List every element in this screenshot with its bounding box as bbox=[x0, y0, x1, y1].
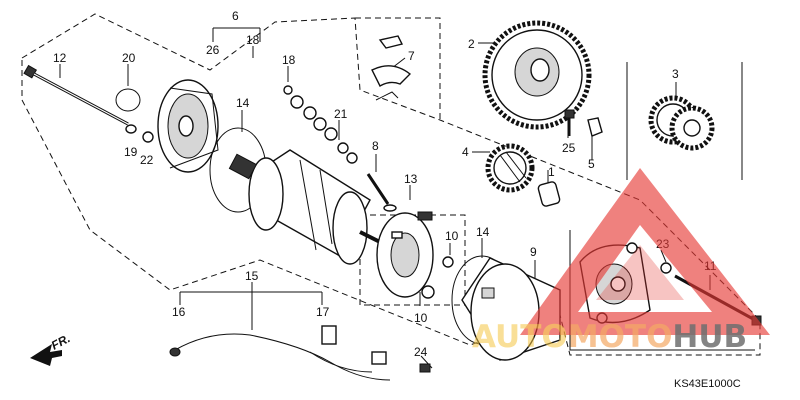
washer-22 bbox=[142, 131, 154, 143]
callout-label: 15 bbox=[245, 269, 259, 283]
callout-label: 14 bbox=[476, 225, 490, 239]
front-indicator-label: FR. bbox=[49, 331, 73, 352]
watermark-triangle bbox=[520, 168, 770, 335]
gear-set-3 bbox=[648, 95, 715, 151]
callout-label: 22 bbox=[140, 153, 154, 167]
bolt-10-lower bbox=[421, 285, 435, 299]
bolt-25 bbox=[564, 109, 575, 136]
armature bbox=[228, 149, 381, 265]
callout-label: 10 bbox=[445, 229, 459, 243]
bolt-12 bbox=[23, 64, 129, 126]
callout-label: 10 bbox=[414, 311, 428, 325]
part-code: KS43E1000C bbox=[674, 378, 741, 390]
callout-label: 14 bbox=[236, 96, 250, 110]
o-ring-20 bbox=[115, 88, 141, 112]
pinion-gear-4 bbox=[485, 143, 535, 193]
callout-label: 26 bbox=[206, 43, 220, 57]
washer-19 bbox=[125, 124, 137, 134]
callout-label: 2 bbox=[468, 37, 475, 51]
callout-label: 3 bbox=[672, 67, 679, 81]
callout-label: 21 bbox=[334, 107, 348, 121]
callout-label: 18 bbox=[282, 53, 296, 67]
callout-label: 4 bbox=[462, 145, 469, 159]
callout-label: 25 bbox=[562, 141, 576, 155]
callout-label: 13 bbox=[404, 172, 418, 186]
front-arrow-icon bbox=[30, 344, 62, 366]
washer-23 bbox=[660, 262, 672, 274]
watermark-logo: AUTOMOTOHUB bbox=[472, 168, 770, 355]
callout-label: 20 bbox=[122, 51, 136, 65]
callout-label: 7 bbox=[408, 49, 415, 63]
callout-label: 16 bbox=[172, 305, 186, 319]
clip-5 bbox=[587, 117, 603, 137]
callout-label: 12 bbox=[53, 51, 67, 65]
sleeve-1 bbox=[537, 181, 561, 207]
callout-label: 1 bbox=[548, 165, 555, 179]
callout-label: 24 bbox=[414, 345, 428, 359]
brush-clip-7 bbox=[371, 35, 412, 101]
svg-text:AUTOMOTOHUB: AUTOMOTOHUB bbox=[472, 319, 747, 355]
front-cover bbox=[157, 79, 219, 173]
washer-stack bbox=[283, 85, 358, 164]
callout-labels: 1 2 3 4 5 6 7 8 9 10 10 11 12 13 14 14 1… bbox=[53, 9, 717, 359]
driven-gear-2 bbox=[482, 20, 592, 130]
watermark-moto: MOTO bbox=[568, 319, 673, 355]
callout-label: 5 bbox=[588, 157, 595, 171]
callout-label: 17 bbox=[316, 305, 330, 319]
callout-label: 18 bbox=[246, 33, 260, 47]
cable-15 bbox=[169, 325, 431, 381]
bolt-10-upper bbox=[442, 256, 454, 268]
callout-label: 8 bbox=[372, 139, 379, 153]
callout-label: 19 bbox=[124, 145, 138, 159]
callout-label: 6 bbox=[232, 9, 239, 23]
watermark-hub: HUB bbox=[672, 319, 747, 355]
brush-holder-13 bbox=[376, 211, 434, 298]
callout-label: 9 bbox=[530, 245, 537, 259]
watermark-auto: AUTO bbox=[472, 319, 568, 355]
terminal-bolt-8 bbox=[366, 173, 397, 212]
